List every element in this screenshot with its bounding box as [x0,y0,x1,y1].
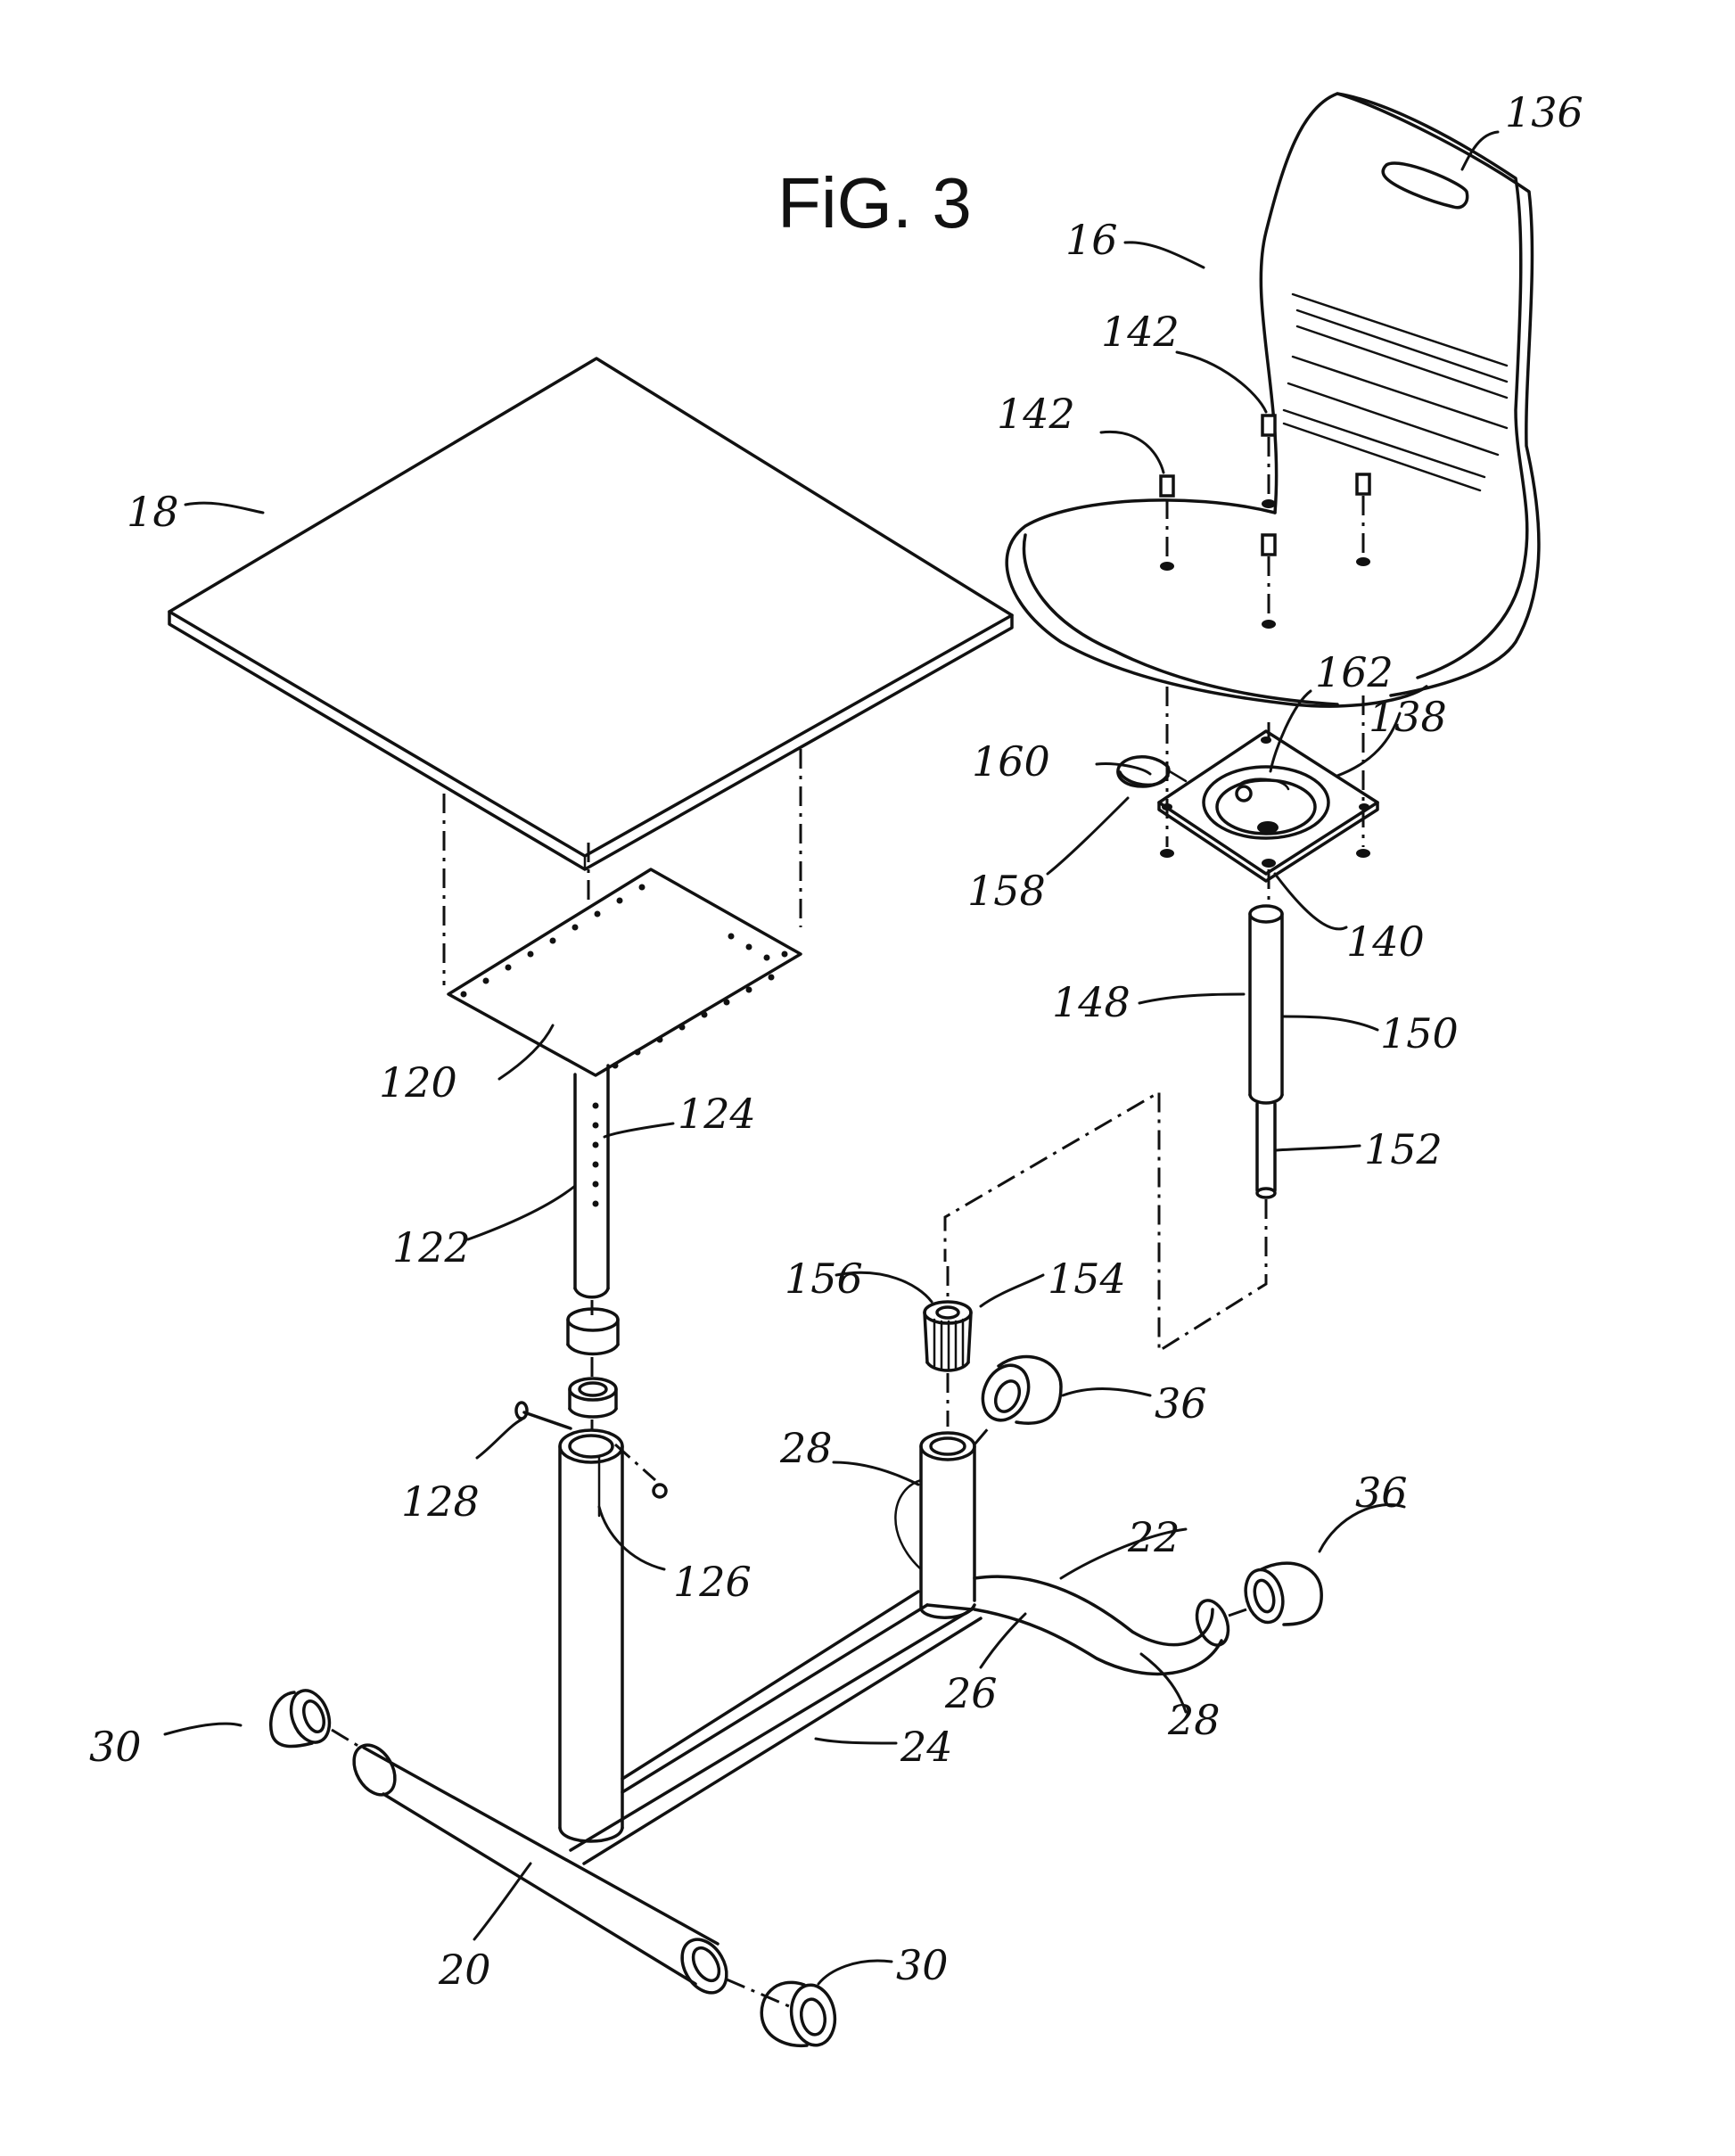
label-36-upper: 36 [1155,1379,1207,1428]
label-120: 120 [379,1058,457,1107]
label-20: 20 [438,1946,491,1994]
bracket-holes [461,885,788,1069]
label-150: 150 [1380,1009,1459,1057]
label-18: 18 [127,488,179,536]
label-138: 138 [1369,693,1447,741]
label-142-upper: 142 [1101,308,1180,356]
label-158: 158 [967,867,1046,915]
label-36-right: 36 [1355,1469,1408,1517]
end-cap-upper [974,1357,1061,1444]
label-26: 26 [944,1669,998,1717]
label-160: 160 [972,737,1050,786]
figure-title: FiG. 3 [777,163,972,243]
label-136: 136 [1505,88,1583,136]
leader-lines [165,132,1498,1984]
outer-post [560,1430,622,1828]
label-30-front: 30 [896,1941,949,1989]
label-154: 154 [1048,1255,1126,1303]
label-128: 128 [401,1477,480,1526]
label-122: 122 [392,1223,471,1271]
collar-lower [570,1378,616,1417]
label-140: 140 [1346,918,1425,966]
label-152: 152 [1364,1125,1443,1173]
label-22: 22 [1127,1513,1180,1561]
inner-post [575,1066,608,1297]
label-156: 156 [785,1255,863,1303]
end-cap-left [271,1685,361,1748]
label-28-lower: 28 [1167,1696,1221,1744]
seat-shell [1007,94,1539,706]
label-126: 126 [673,1558,752,1606]
end-cap-front [727,1979,840,2049]
label-16: 16 [1065,216,1118,264]
bracket-plate [448,869,801,1075]
label-28-upper: 28 [779,1424,833,1472]
label-142-lower: 142 [997,390,1075,438]
lever-knob [1118,757,1186,786]
label-30-left: 30 [89,1723,142,1771]
socket-insert [925,1266,971,1427]
label-124: 124 [678,1090,756,1138]
label-148: 148 [1052,978,1131,1026]
mounting-plate [1159,731,1377,881]
front-foot-bar [346,1738,736,2001]
label-24: 24 [900,1723,953,1771]
label-162: 162 [1315,648,1394,696]
end-cap-right [1229,1563,1321,1626]
table-top [169,358,1012,869]
collar-upper [568,1309,618,1354]
